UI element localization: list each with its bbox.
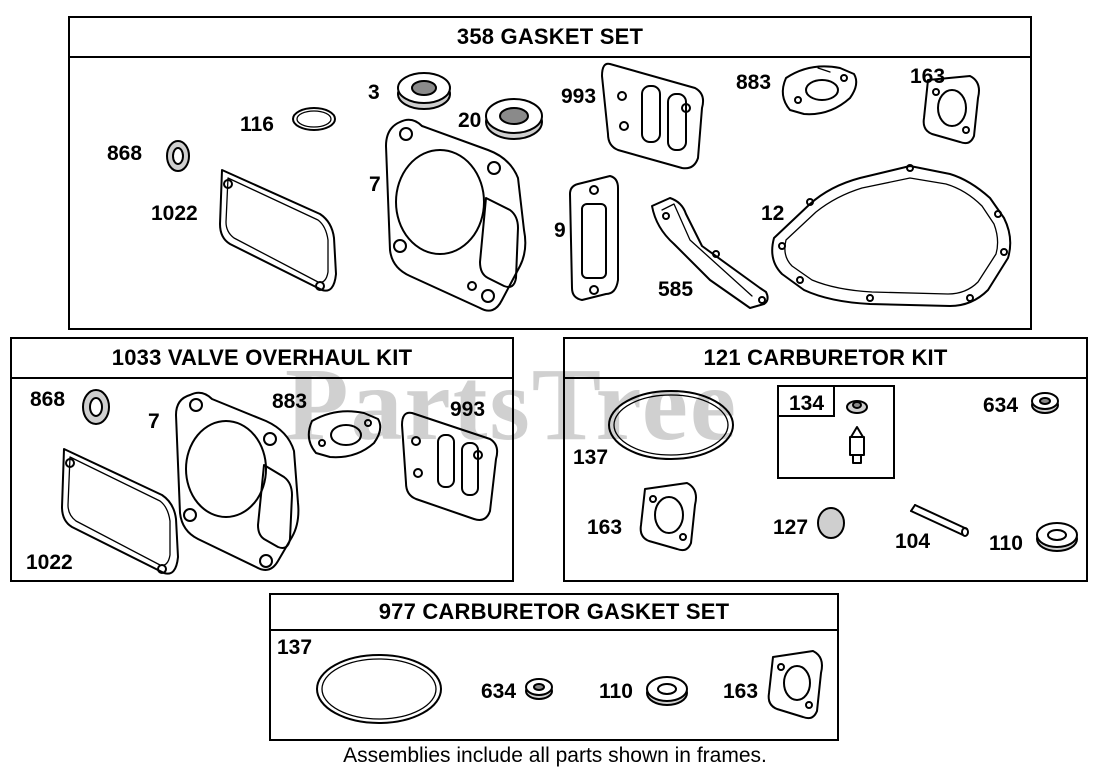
part-137-oring — [316, 654, 442, 724]
part-163-gasket — [639, 482, 697, 552]
part-104-pin — [910, 504, 969, 537]
part-label: 993 — [561, 85, 597, 108]
part-20-seal — [485, 98, 543, 140]
part-label: 3 — [368, 81, 380, 104]
part-634-seal — [1031, 392, 1059, 414]
valve-kit-drawing — [61, 389, 499, 575]
part-134-needle — [846, 400, 868, 464]
part-label: 116 — [240, 113, 274, 136]
part-163-gasket — [922, 75, 980, 145]
carb-kit-drawing — [608, 390, 1078, 552]
part-label: 7 — [148, 410, 160, 433]
part-634-seal — [525, 678, 553, 700]
part-1022-gasket — [61, 448, 179, 575]
part-7-gasket — [385, 118, 527, 312]
part-993-gasket — [401, 411, 499, 521]
footer-note: Assemblies include all parts shown in fr… — [343, 744, 767, 767]
part-label: 163 — [723, 680, 759, 703]
valve-kit-frame: 1033 VALVE OVERHAUL KIT — [10, 337, 514, 582]
part-label: 12 — [761, 202, 785, 225]
part-label: 163 — [587, 516, 623, 539]
part-label: 137 — [573, 446, 609, 469]
carb-kit-title: 121 CARBURETOR KIT — [565, 339, 1086, 379]
part-7-gasket — [175, 391, 300, 571]
part-label: 868 — [30, 388, 66, 411]
part-163-gasket — [767, 650, 823, 720]
part-110-washer — [1036, 522, 1078, 552]
part-label: 883 — [272, 390, 308, 413]
valve-kit-title: 1033 VALVE OVERHAUL KIT — [12, 339, 512, 379]
part-label: 134 — [789, 392, 825, 415]
part-label: 127 — [773, 516, 809, 539]
part-label: 868 — [107, 142, 143, 165]
part-label: 585 — [658, 278, 694, 301]
part-110-washer — [646, 676, 688, 706]
part-883-gasket — [781, 65, 858, 116]
part-label: 104 — [895, 530, 931, 553]
part-9-gasket — [569, 175, 619, 301]
part-1022-gasket — [219, 169, 337, 292]
part-label: 1022 — [26, 551, 73, 574]
part-label: 634 — [983, 394, 1019, 417]
part-116-oring — [292, 107, 336, 131]
part-label: 993 — [450, 398, 486, 421]
part-585-gasket — [651, 197, 769, 309]
part-label: 7 — [369, 173, 381, 196]
gasket-set-drawing — [166, 62, 1012, 312]
carb-gasket-set-frame: 977 CARBURETOR GASKET SET 137 634 110 16… — [269, 593, 839, 741]
part-134-label-box — [777, 385, 835, 417]
carb-kit-frame: 121 CARBURETOR KIT — [563, 337, 1088, 582]
part-134-box — [777, 385, 895, 479]
part-127-plug — [817, 507, 845, 539]
part-label: 110 — [599, 680, 633, 703]
part-label: 1022 — [151, 202, 198, 225]
part-label: 9 — [554, 219, 566, 242]
part-label: 137 — [277, 636, 313, 659]
part-label: 110 — [989, 532, 1023, 555]
part-883-gasket — [307, 410, 382, 459]
part-label: 883 — [736, 71, 772, 94]
carb-gasket-set-title: 977 CARBURETOR GASKET SET — [271, 595, 837, 631]
part-label: 20 — [458, 109, 482, 132]
part-3-seal — [397, 72, 451, 110]
gasket-set-title: 358 GASKET SET — [70, 18, 1030, 58]
part-label: 634 — [481, 680, 517, 703]
part-12-gasket — [771, 164, 1012, 307]
gasket-set-frame: 358 GASKET SET — [68, 16, 1032, 330]
part-868-seal — [166, 140, 190, 172]
part-993-gasket — [601, 62, 705, 170]
carb-gasket-set-drawing — [316, 650, 823, 724]
part-137-oring — [608, 390, 734, 460]
part-label: 163 — [910, 65, 946, 88]
part-868-seal — [82, 389, 110, 425]
